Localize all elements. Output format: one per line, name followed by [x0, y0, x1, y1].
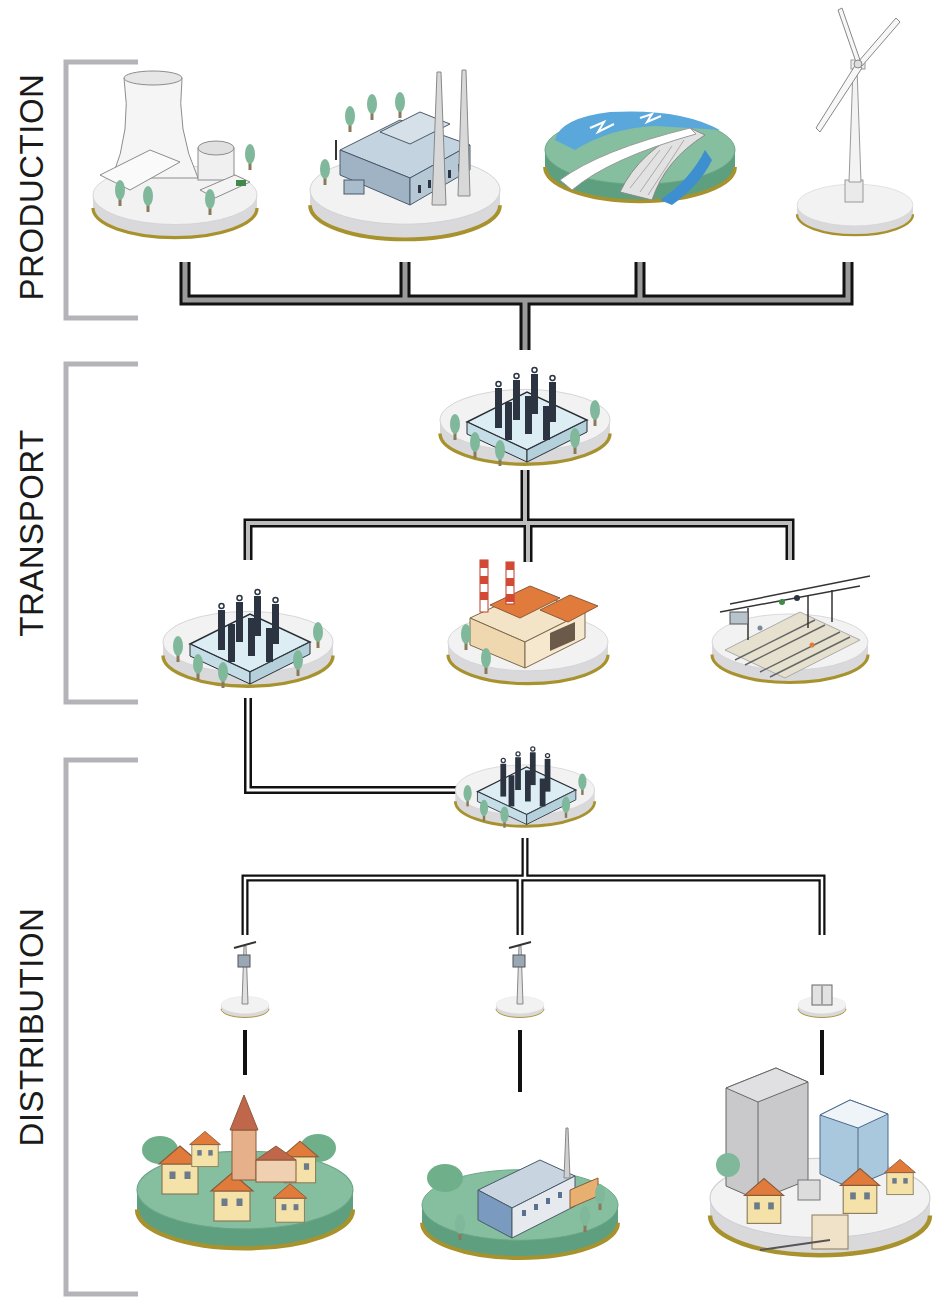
- section-label: DISTRIBUTION: [15, 908, 48, 1147]
- section-label: PRODUCTION: [15, 74, 48, 301]
- section-label: TRANSPORT: [15, 429, 48, 636]
